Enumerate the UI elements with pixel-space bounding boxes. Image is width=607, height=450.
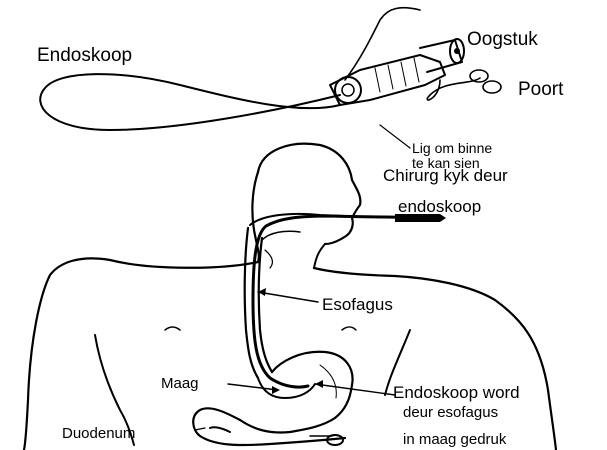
surgeon-label-line1: Chirurg kyk deur (383, 167, 508, 184)
esophagus-label: Esofagus (322, 296, 393, 313)
eyepiece-label: Oogstuk (467, 30, 538, 49)
body-outline (24, 258, 258, 450)
light-cable (345, 8, 420, 80)
stomach-outline (240, 352, 353, 433)
port-label: Poort (518, 80, 563, 99)
duodenum-label: Duodenum (62, 426, 135, 441)
endoscope-instrument (40, 8, 501, 148)
eyepiece-tube (420, 40, 462, 72)
esophagus-pointer (258, 292, 318, 302)
head-outline (258, 144, 360, 244)
port-loop (427, 78, 480, 100)
pushed-label-line3: in maag gedruk (403, 432, 506, 447)
duodenum-pointer (195, 428, 205, 430)
endoscope-tube (40, 74, 340, 130)
surgeon-label-line2: endoskoop (398, 198, 481, 215)
stomach-pointer (228, 384, 278, 390)
pushed-label-line2: deur esofagus (403, 405, 498, 420)
port-ring-icon (470, 70, 488, 82)
pushed-label-line1: Endoskoop word (393, 384, 520, 401)
esophagus-wall-right (259, 238, 272, 372)
control-wheel (335, 77, 361, 103)
endoscope-label: Endoskoop (37, 46, 132, 65)
light-label-line1: Lig om binne (412, 141, 492, 155)
stomach-label: Maag (161, 376, 199, 391)
endoscope-pushed-pointer (315, 384, 395, 395)
